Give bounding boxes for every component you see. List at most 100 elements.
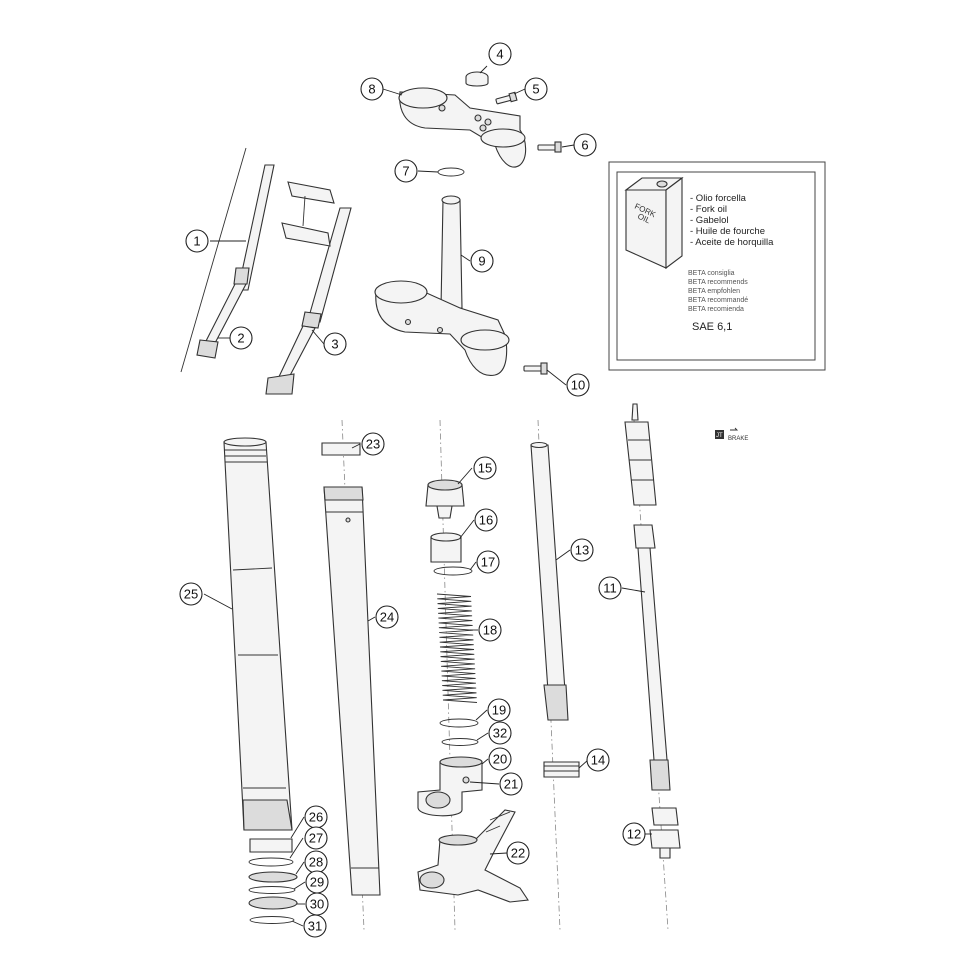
fork-leg-left-upper <box>237 164 275 291</box>
callout-5: 5 <box>524 77 548 101</box>
callout-9: 9 <box>470 249 494 273</box>
callout-6-circle <box>573 133 597 157</box>
callout-19-label: 19 <box>492 703 506 718</box>
leader-21 <box>469 781 500 785</box>
callout-32-label: 32 <box>493 726 507 741</box>
fork-leg-right-upper <box>307 207 352 323</box>
callout-31-label: 31 <box>308 919 322 934</box>
tube-13-bottom <box>543 684 569 721</box>
callout-27-circle <box>304 826 328 850</box>
callout-10: 10 <box>566 373 590 397</box>
callout-10-label: 10 <box>571 378 585 393</box>
callout-8: 8 <box>360 77 384 101</box>
o-ring-7 <box>437 167 465 177</box>
callout-29-label: 29 <box>310 875 324 890</box>
callout-16: 16 <box>474 508 498 532</box>
callout-17-label: 17 <box>481 555 495 570</box>
callout-25-label: 25 <box>184 587 198 602</box>
bolt-10 <box>523 362 548 375</box>
fork-assembly-group <box>180 147 352 395</box>
callout-3-circle <box>323 332 347 356</box>
callout-31: 31 <box>303 914 327 938</box>
leader-3 <box>311 329 325 345</box>
bushing-26 <box>249 838 293 853</box>
fork-foot-right <box>265 373 295 395</box>
upper-clamp-hole-4 <box>438 104 446 112</box>
callout-13-label: 13 <box>575 543 589 558</box>
leader-26 <box>290 816 305 839</box>
callout-9-circle <box>470 249 494 273</box>
callout-2: 2 <box>229 326 253 350</box>
oil-spec: SAE 6,1 <box>692 321 732 333</box>
callout-28-label: 28 <box>309 855 323 870</box>
callout-3-label: 3 <box>331 337 338 352</box>
callout-16-label: 16 <box>479 513 493 528</box>
bolt-6-shaft <box>537 144 557 151</box>
leader-13 <box>555 549 571 561</box>
inner-tube-lines <box>326 511 379 869</box>
recommend-2: BETA recommends <box>688 279 748 286</box>
leader-25 <box>203 593 233 610</box>
inner-tube-group <box>321 419 381 931</box>
callout-21: 21 <box>499 772 523 796</box>
cartridge-valve <box>649 759 671 791</box>
callout-6-label: 6 <box>581 138 588 153</box>
callout-13-circle <box>570 538 594 562</box>
leader-20 <box>481 758 489 765</box>
fork-leg-right-ring <box>301 311 322 329</box>
callout-3: 3 <box>323 332 347 356</box>
leader-31 <box>291 920 304 927</box>
steering-stem <box>440 199 463 309</box>
cartridge-body <box>624 421 657 506</box>
callout-1: 1 <box>185 229 209 253</box>
foot-22-bore <box>419 871 445 889</box>
callout-12-circle <box>622 822 646 846</box>
bolt-10-head <box>540 362 548 375</box>
screw-21 <box>462 776 470 784</box>
cap-15-top <box>427 479 463 491</box>
callout-6: 6 <box>573 133 597 157</box>
leader-19 <box>475 709 488 721</box>
fork-leg-left-ring <box>233 267 250 285</box>
callout-18-circle <box>478 618 502 642</box>
callout-8-label: 8 <box>368 82 375 97</box>
callout-7-circle <box>394 159 418 183</box>
lower-clamp-bore-right <box>460 329 510 351</box>
callout-24-circle <box>375 605 399 629</box>
callout-2-label: 2 <box>237 331 244 346</box>
mark-arrow <box>730 427 739 431</box>
leader-29 <box>293 881 306 890</box>
callout-4-label: 4 <box>496 47 503 62</box>
callout-18: 18 <box>478 618 502 642</box>
leader-4 <box>479 65 488 74</box>
tube-13-group <box>530 419 580 931</box>
callout-1-circle <box>185 229 209 253</box>
callout-24-label: 24 <box>380 610 394 625</box>
oil-line-5: - Aceite de horquilla <box>690 237 774 248</box>
leader-22 <box>489 852 508 855</box>
inner-tube-24 <box>323 486 381 896</box>
callout-27-label: 27 <box>309 831 323 846</box>
leader-17 <box>469 561 477 571</box>
dust-seal-30 <box>248 896 298 910</box>
callout-28: 28 <box>304 850 328 874</box>
leader-lines <box>203 65 652 927</box>
ring-14-lines <box>544 765 579 772</box>
leader-32 <box>476 732 489 741</box>
outer-tube-group <box>223 437 298 924</box>
upper-clamp-hole-3 <box>479 124 487 132</box>
clip-29 <box>248 886 296 894</box>
callout-11: 11 <box>598 576 622 600</box>
outer-tube-25 <box>223 441 293 831</box>
leader-28 <box>295 861 305 875</box>
inner-tube-hole <box>345 517 351 523</box>
callout-11-label: 11 <box>603 581 617 596</box>
oil-box-inner <box>616 171 816 361</box>
brake-mark: JT BRAKE <box>715 427 748 442</box>
ring-31 <box>249 916 295 924</box>
leader-10 <box>546 369 567 386</box>
foot-22-mount <box>485 811 511 833</box>
spring-coils <box>436 593 478 703</box>
cartridge-ribs <box>628 439 654 481</box>
cap-body <box>465 77 489 87</box>
